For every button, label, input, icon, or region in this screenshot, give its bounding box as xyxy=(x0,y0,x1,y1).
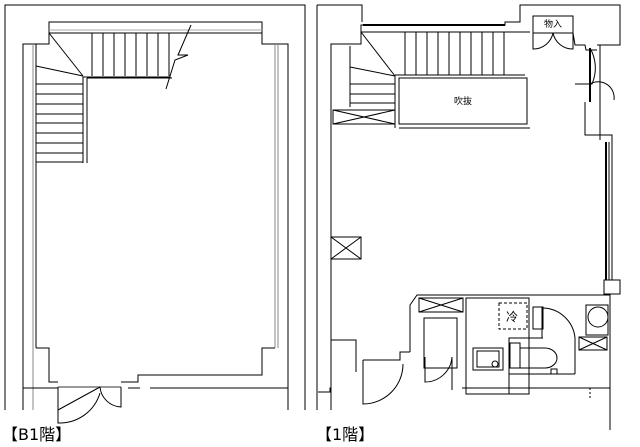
void-label: 吹抜 xyxy=(454,97,473,107)
b1-outer-wall xyxy=(22,21,289,410)
storage-label: 物入 xyxy=(544,20,563,30)
f1-floor-label: 【1階】 xyxy=(316,425,375,444)
storage-door xyxy=(532,32,574,50)
f1-floor-plan xyxy=(316,4,621,430)
b1-floor-plan xyxy=(4,4,306,424)
fridge-space xyxy=(498,302,528,330)
toilet-door xyxy=(541,307,576,374)
pillar-duct xyxy=(330,236,362,260)
toilet xyxy=(509,342,558,369)
b1-staircase xyxy=(35,24,192,163)
b1-entrance-door xyxy=(57,386,122,424)
void-area xyxy=(398,77,528,125)
stair-break-line xyxy=(165,24,192,90)
kitchen-sink xyxy=(472,347,504,371)
b1-floor-label: 【B1階】 xyxy=(2,425,72,444)
washbasin xyxy=(587,306,609,328)
duct-box xyxy=(332,109,396,125)
wet-area xyxy=(418,279,621,400)
f1-staircase xyxy=(349,31,525,128)
fridge-label: 冷 xyxy=(506,310,519,324)
f1-entrance-door xyxy=(362,360,404,405)
